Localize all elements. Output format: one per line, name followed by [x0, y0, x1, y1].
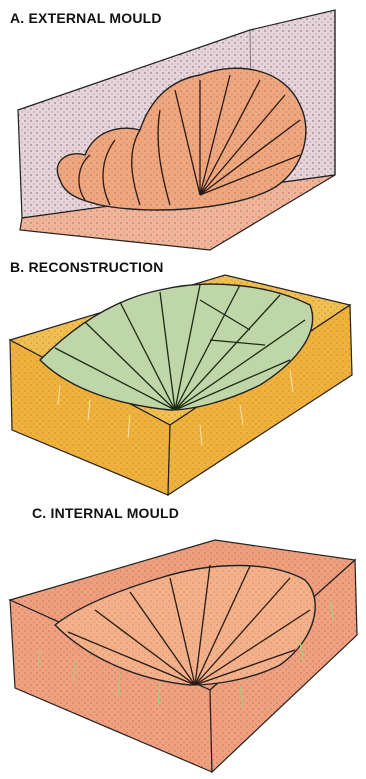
- internal-mould-illustration: [0, 0, 366, 779]
